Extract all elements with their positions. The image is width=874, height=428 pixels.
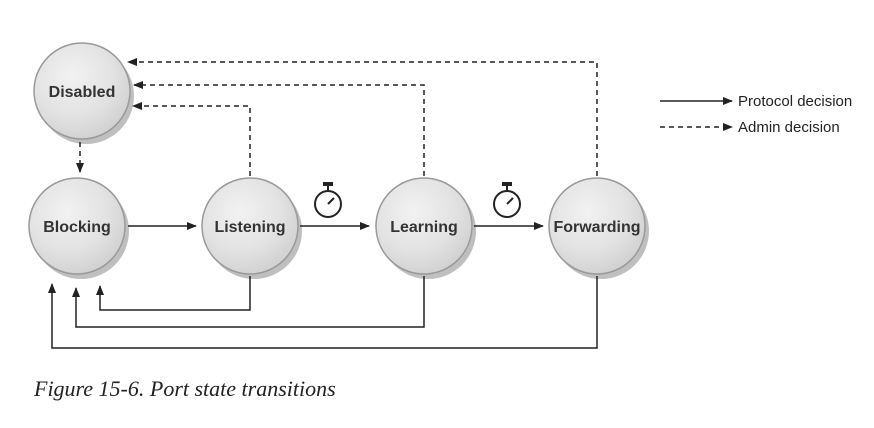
arrow-listening-to-blocking (96, 276, 251, 311)
figure-caption: Figure 15-6. Port state transitions (34, 376, 336, 401)
state-label-blocking: Blocking (43, 219, 111, 236)
legend-admin-label: Admin decision (738, 119, 840, 136)
state-label-learning: Learning (390, 219, 458, 236)
arrow-learning-to-disabled (133, 81, 425, 176)
state-label-forwarding: Forwarding (553, 219, 640, 236)
state-forwarding: Forwarding (548, 177, 649, 279)
state-learning: Learning (375, 177, 476, 279)
arrow-forwarding-to-blocking (48, 276, 598, 349)
state-blocking: Blocking (28, 177, 129, 279)
legend-protocol-label: Protocol decision (738, 93, 852, 110)
stopwatch-icon (493, 182, 521, 218)
state-label-disabled: Disabled (49, 84, 116, 101)
arrow-learning-to-blocking (72, 276, 425, 328)
stopwatch-icon (314, 182, 342, 218)
arrow-forwarding-to-disabled (127, 58, 598, 176)
state-listening: Listening (201, 177, 302, 279)
arrow-listening-to-disabled (132, 102, 251, 176)
legend: Protocol decision Admin decision (660, 93, 852, 136)
state-disabled: Disabled (33, 42, 134, 144)
state-label-listening: Listening (214, 219, 285, 236)
